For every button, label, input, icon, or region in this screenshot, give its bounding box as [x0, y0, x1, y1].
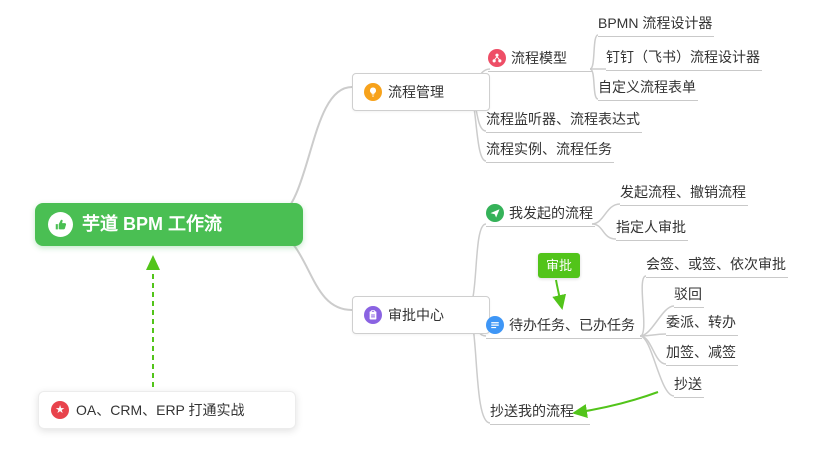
node-label: 流程模型	[511, 49, 567, 66]
lightbulb-icon	[364, 83, 382, 101]
node-delegate-transfer[interactable]: 委派、转办	[666, 312, 738, 336]
node-my-initiated[interactable]: 我发起的流程	[486, 202, 595, 227]
node-label: 流程管理	[388, 83, 444, 100]
star-icon: ★	[51, 401, 69, 419]
paper-plane-icon	[486, 204, 504, 222]
cc-arrow	[572, 391, 659, 418]
edge-myinit-assignee	[591, 223, 617, 240]
node-integration-note[interactable]: ★ OA、CRM、ERP 打通实战	[38, 391, 296, 429]
node-custom-form[interactable]: 自定义流程表单	[598, 77, 698, 101]
task-list-icon	[486, 316, 504, 334]
clipboard-icon	[364, 306, 382, 324]
node-approval-center[interactable]: 审批中心	[352, 296, 490, 334]
edge-todo-cc	[639, 335, 675, 397]
share-nodes-icon	[488, 49, 506, 67]
thumbs-up-icon	[48, 212, 73, 237]
node-process-model[interactable]: 流程模型	[488, 47, 592, 72]
node-initiate-cancel[interactable]: 发起流程、撤销流程	[620, 182, 748, 206]
approval-arrow	[552, 279, 567, 310]
edge-model-custom	[589, 68, 599, 100]
node-todo-done-tasks[interactable]: 待办任务、已办任务	[486, 314, 642, 339]
edge-todo-reject	[639, 305, 675, 337]
edge-todo-addsign	[639, 335, 667, 365]
node-cc[interactable]: 抄送	[674, 374, 704, 398]
edge-model-bpmn	[589, 34, 599, 70]
node-process-management[interactable]: 流程管理	[352, 73, 490, 111]
node-countersign[interactable]: 会签、或签、依次审批	[646, 254, 788, 278]
node-cc-my-process[interactable]: 抄送我的流程	[490, 401, 590, 425]
node-bpmn-designer[interactable]: BPMN 流程设计器	[598, 13, 715, 37]
node-add-remove-sign[interactable]: 加签、减签	[666, 342, 738, 366]
node-label: OA、CRM、ERP 打通实战	[76, 401, 245, 418]
node-reject[interactable]: 驳回	[674, 284, 704, 308]
edge-todo-countersign	[639, 275, 647, 337]
edge-root-process-management	[276, 86, 353, 220]
root-node-bpm-workflow[interactable]: 芋道 BPM 工作流	[35, 203, 303, 246]
node-dingtalk-designer[interactable]: 钉钉（飞书）流程设计器	[606, 47, 762, 71]
node-listener-expression[interactable]: 流程监听器、流程表达式	[486, 109, 642, 133]
node-label: 我发起的流程	[509, 204, 593, 221]
node-label: 待办任务、已办任务	[509, 316, 635, 333]
edge-myinit-initcancel	[591, 203, 621, 225]
root-label: 芋道 BPM 工作流	[82, 214, 223, 234]
node-assignee-approval[interactable]: 指定人审批	[616, 217, 688, 241]
node-label: 审批中心	[388, 306, 444, 323]
approval-badge[interactable]: 审批	[538, 253, 581, 278]
node-instance-task[interactable]: 流程实例、流程任务	[486, 139, 614, 163]
